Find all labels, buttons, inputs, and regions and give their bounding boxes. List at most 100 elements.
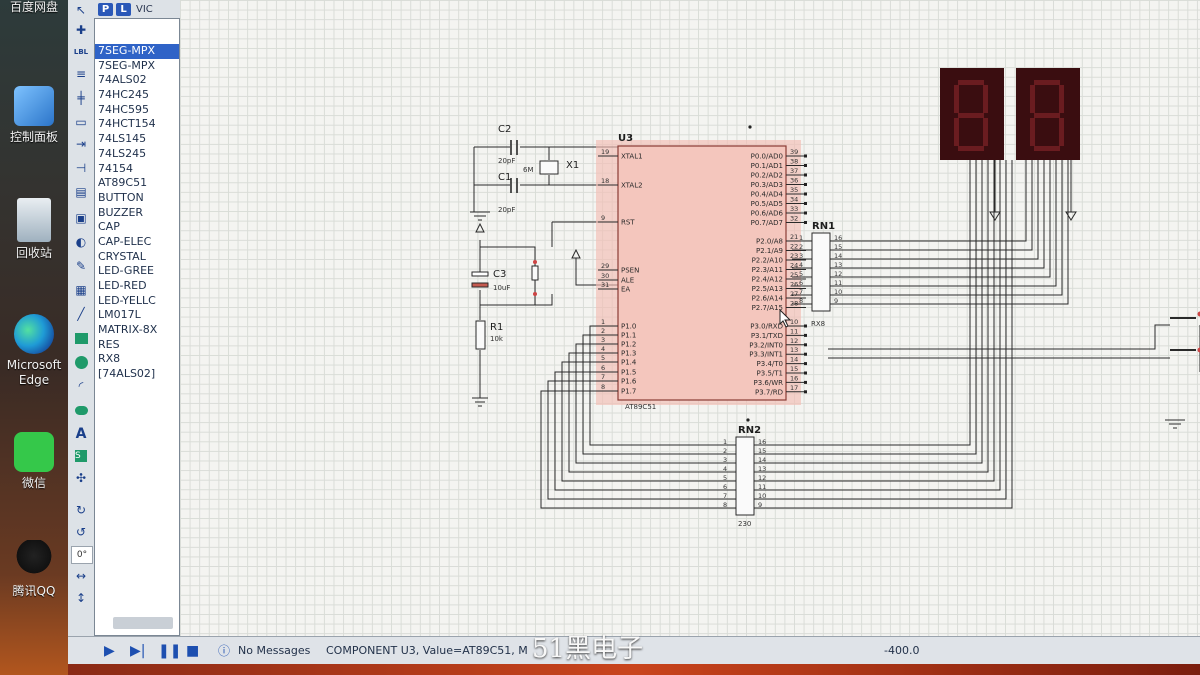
- device-list-item[interactable]: 74LS245: [98, 146, 147, 160]
- u3-pin-number: 21: [790, 233, 798, 241]
- u3-pin-number: 31: [601, 281, 609, 289]
- device-list-item[interactable]: LM017L: [98, 308, 141, 322]
- u3-pin-name: P2.0/A8: [756, 238, 783, 246]
- device-list-item[interactable]: [74ALS02]: [98, 367, 156, 381]
- component-mode-icon[interactable]: ✚: [75, 23, 87, 37]
- rn1-part: RX8: [811, 320, 825, 328]
- text-script-icon[interactable]: ≡: [75, 67, 87, 81]
- symbol-mode-icon[interactable]: S: [71, 448, 91, 464]
- device-selector-header: P L VIC: [94, 0, 180, 18]
- u3-pin-stub: [804, 154, 807, 158]
- stop-icon[interactable]: ■: [186, 643, 200, 659]
- device-list-item[interactable]: LED-GREE: [98, 264, 154, 278]
- path-draw-icon[interactable]: [71, 402, 91, 418]
- desktop-icon-edge[interactable]: Microsoft Edge: [0, 314, 68, 388]
- device-list-item[interactable]: 74154: [98, 161, 133, 175]
- arc-draw-icon[interactable]: ◜: [78, 379, 84, 393]
- capacitor-c3[interactable]: [471, 271, 489, 277]
- resistor-r1[interactable]: [475, 320, 486, 350]
- mirror-vertical-icon[interactable]: ↕: [75, 591, 87, 605]
- selection-mode-icon[interactable]: ↖: [75, 3, 87, 17]
- pause-icon[interactable]: ❚❚: [158, 643, 182, 659]
- text-draw-icon[interactable]: A: [75, 426, 87, 442]
- box-draw-icon[interactable]: [71, 330, 91, 346]
- rn2-to-display-wire: [774, 160, 989, 473]
- bus-mode-icon[interactable]: ╪: [77, 91, 85, 105]
- rotate-anticlockwise-icon[interactable]: ↺: [75, 525, 87, 539]
- subcircuit-icon[interactable]: ▭: [75, 115, 87, 129]
- desktop-icon-recycle-bin[interactable]: 回收站: [0, 198, 68, 261]
- pin-mode-icon[interactable]: ⊣: [75, 161, 87, 175]
- device-list-item[interactable]: 74ALS02: [98, 73, 147, 87]
- device-list-item[interactable]: 74HC595: [98, 102, 149, 116]
- mirror-horizontal-icon[interactable]: ↔: [75, 569, 87, 583]
- desktop-icon-wechat[interactable]: 微信: [0, 432, 68, 491]
- rn2-to-display-wire: [774, 160, 977, 455]
- device-list-item[interactable]: 74HCT154: [98, 117, 156, 131]
- tape-recorder-icon[interactable]: ▣: [75, 211, 87, 225]
- crystal-x1[interactable]: [539, 160, 559, 175]
- graph-mode-icon[interactable]: ▤: [75, 185, 87, 199]
- schematic-canvas[interactable]: C2 20pF C1 20pF X1 6M C3 10uF R1 10k: [180, 0, 1200, 636]
- rn-pin-number: 6: [799, 279, 803, 287]
- rotation-angle-field[interactable]: 0°: [71, 546, 93, 564]
- messages-text[interactable]: No Messages: [238, 644, 311, 657]
- u3-pin-name: P1.5: [621, 369, 636, 377]
- circle-draw-icon[interactable]: [71, 354, 91, 370]
- seven-segment-display-2[interactable]: [1016, 68, 1080, 160]
- device-list-item[interactable]: 7SEG-MPX: [98, 58, 156, 72]
- rn-pin-number: 12: [834, 270, 842, 278]
- resistor-network-rn1[interactable]: [811, 232, 831, 312]
- library-manager-button[interactable]: L: [116, 3, 131, 16]
- device-list-item[interactable]: CRYSTAL: [98, 249, 146, 263]
- marker-mode-icon[interactable]: ✣: [75, 471, 87, 485]
- seven-segment-display-1[interactable]: [940, 68, 1004, 160]
- voltage-probe-icon[interactable]: ✎: [75, 259, 87, 273]
- device-list-item[interactable]: CAP: [98, 220, 120, 234]
- desktop-icon-baidu[interactable]: 百度网盘: [0, 0, 68, 15]
- device-list-item[interactable]: 74LS145: [98, 132, 147, 146]
- desktop-icon-control-panel[interactable]: 控制面板: [0, 86, 68, 145]
- device-list-item[interactable]: LED-YELLC: [98, 293, 156, 307]
- device-list-item[interactable]: BUTTON: [98, 190, 144, 204]
- push-buttons[interactable]: [828, 317, 1200, 420]
- label-mode-icon[interactable]: LBL: [73, 48, 89, 56]
- crystal-wires: [473, 146, 619, 398]
- u3-pin-number: 18: [601, 177, 609, 185]
- rn-pin-number: 4: [799, 261, 803, 269]
- pick-devices-button[interactable]: P: [98, 3, 113, 16]
- device-list-item[interactable]: LED-RED: [98, 279, 147, 292]
- capacitor-c2[interactable]: [510, 140, 518, 155]
- u3-pin-name: ALE: [621, 277, 634, 285]
- capacitor-c1[interactable]: [510, 178, 518, 193]
- rotate-clockwise-icon[interactable]: ↻: [75, 503, 87, 517]
- rn-pin-number: 11: [758, 483, 766, 491]
- device-list-item[interactable]: RES: [98, 337, 120, 351]
- device-list-item[interactable]: CAP-ELEC: [98, 234, 152, 248]
- device-list-item[interactable]: 7SEG-MPX: [95, 44, 179, 59]
- device-list-scrollbar[interactable]: [113, 617, 173, 629]
- r1-value: 10k: [490, 335, 504, 343]
- reset-button[interactable]: [531, 262, 539, 294]
- u3-pin-number: 11: [790, 327, 798, 335]
- virtual-instrument-icon[interactable]: ▦: [75, 283, 87, 297]
- device-list-item[interactable]: 74HC245: [98, 88, 149, 102]
- terminal-mode-icon[interactable]: ⇥: [75, 137, 87, 151]
- device-list-item[interactable]: MATRIX-8X: [98, 323, 158, 337]
- play-icon[interactable]: ▶: [104, 643, 115, 659]
- device-list-item[interactable]: BUZZER: [98, 205, 144, 219]
- coordinate-readout: -400.0: [884, 644, 920, 657]
- generator-mode-icon[interactable]: ◐: [75, 235, 87, 249]
- c3-value: 10uF: [493, 284, 510, 292]
- u3-pin-name: P1.3: [621, 350, 636, 358]
- step-icon[interactable]: ▶|: [130, 643, 146, 659]
- u3-at89c51-chip[interactable]: [617, 145, 787, 401]
- device-list-item[interactable]: AT89C51: [98, 176, 148, 190]
- device-list-item[interactable]: RX8: [98, 352, 121, 366]
- resistor-network-rn2[interactable]: [735, 436, 755, 516]
- line-draw-icon[interactable]: ╱: [77, 307, 85, 321]
- u3-pin-name: P0.3/AD3: [751, 181, 783, 189]
- desktop-icon-qq[interactable]: 腾讯QQ: [0, 540, 68, 599]
- vcc-terminal-icon: [571, 248, 581, 259]
- p1-wire: [554, 371, 716, 491]
